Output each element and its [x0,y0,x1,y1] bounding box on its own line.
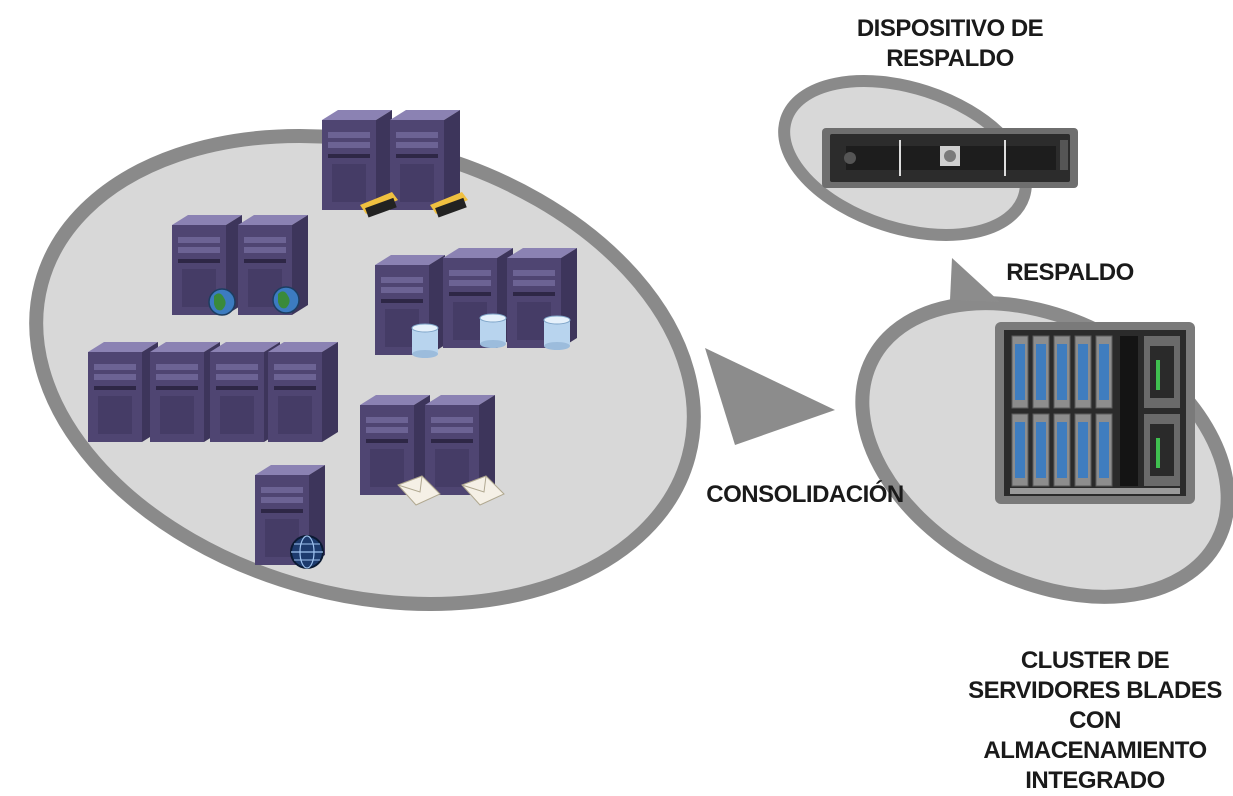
database-icon [411,313,571,358]
general-server-group [88,342,338,442]
blade-cluster-label: CLUSTER DE SERVIDORES BLADES CON ALMACEN… [968,647,1222,794]
backup-device-label: DISPOSITIVO DE RESPALDO [856,15,1044,72]
consolidation-label: CONSOLIDACIÓN [706,481,904,508]
consolidation-arrow [705,348,835,445]
mail-server-group [360,395,505,506]
usb-drive-icon [360,192,468,218]
blade-chassis-icon [995,322,1195,504]
globe-server-group [172,215,308,316]
web-globe-icon [290,535,324,569]
tape-library-icon [822,128,1078,188]
backup-label: RESPALDO [1006,259,1134,286]
usb-server-group [322,110,468,218]
globe-icon [208,286,300,316]
web-server-group [255,465,325,569]
consolidation-diagram [29,75,1233,611]
backup-arrow [950,258,1000,302]
envelope-icon [397,475,505,506]
database-server-group [375,248,577,358]
